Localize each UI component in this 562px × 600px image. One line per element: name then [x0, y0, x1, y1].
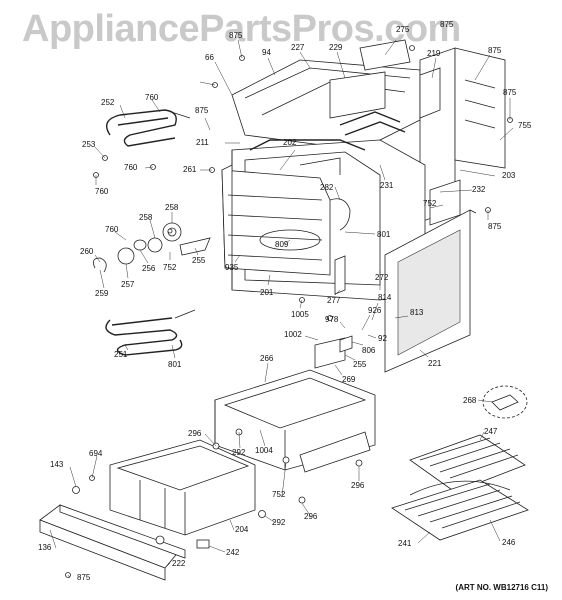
callout-c18: 760: [95, 187, 109, 196]
callout-c71: 241: [398, 539, 412, 548]
callout-c23: 232: [472, 185, 486, 194]
callout-c12: 252: [101, 98, 115, 107]
callout-c10: 875: [503, 88, 517, 97]
callout-c27: 760: [105, 225, 119, 234]
callout-c29: 258: [165, 203, 179, 212]
callout-c40: 201: [260, 288, 274, 297]
top-frame-assembly: [231, 39, 421, 151]
callout-c70: 222: [172, 559, 186, 568]
oven-liner: [221, 164, 331, 276]
callout-c36: 935: [225, 263, 239, 272]
inset-part-268: [482, 385, 528, 419]
callout-c8: 219: [427, 49, 441, 58]
callout-c47: 92: [378, 334, 387, 343]
callout-c53: 221: [428, 359, 442, 368]
callout-c38: 259: [95, 289, 109, 298]
callout-c14: 875: [195, 106, 209, 115]
callout-c17: 760: [124, 163, 138, 172]
leader-lines: [49, 39, 514, 579]
callout-c1: 875: [229, 31, 243, 40]
callout-c55: 269: [342, 375, 356, 384]
callout-c56: 268: [463, 396, 477, 405]
callout-c64: 752: [272, 490, 286, 499]
drawer-front-panel: [39, 504, 186, 581]
callout-c39: 257: [121, 280, 135, 289]
callout-c13: 760: [145, 93, 159, 102]
callout-c48: 1002: [284, 330, 302, 339]
callout-c4: 227: [291, 43, 305, 52]
callout-c51: 801: [168, 360, 182, 369]
callout-c3: 94: [262, 48, 271, 57]
broil-element: [106, 109, 191, 147]
callout-c69: 242: [226, 548, 240, 557]
callout-c62: 143: [50, 460, 64, 469]
callout-c30: 809: [275, 240, 289, 249]
callout-c52: 255: [353, 360, 367, 369]
callout-c65: 292: [272, 518, 286, 527]
callout-c35: 255: [192, 256, 206, 265]
callout-c20: 202: [283, 138, 297, 147]
callout-c44: 926: [368, 306, 382, 315]
callout-c49: 806: [362, 346, 376, 355]
wiring-and-brackets: [314, 198, 353, 369]
callout-c15: 211: [196, 138, 209, 147]
callout-c46: 978: [325, 315, 339, 324]
callout-c7: 875: [440, 20, 454, 29]
callout-c60: 247: [484, 427, 498, 436]
callout-c26: 875: [488, 222, 502, 231]
callout-c24: 282: [320, 183, 334, 192]
callout-c16: 253: [82, 140, 96, 149]
callout-c54: 266: [260, 354, 274, 363]
callout-c43: 1005: [291, 310, 309, 319]
storage-drawer: [109, 439, 256, 536]
callout-c11: 755: [518, 121, 532, 130]
bake-element: [105, 309, 196, 356]
callout-c34: 752: [163, 263, 177, 272]
callout-c67: 204: [235, 525, 249, 534]
callout-c42: 814: [378, 293, 392, 302]
callout-c59: 1004: [255, 446, 273, 455]
callout-c6: 275: [396, 25, 410, 34]
callout-c22: 203: [502, 171, 516, 180]
callout-c45: 813: [410, 308, 424, 317]
callout-c9: 875: [488, 46, 502, 55]
oven-door-panel: [384, 209, 477, 373]
callout-c63: 296: [351, 481, 365, 490]
drawer-support-frame: [214, 369, 376, 473]
callout-c2: 66: [205, 53, 214, 62]
callout-c61: 694: [89, 449, 103, 458]
callout-c58: 292: [232, 448, 246, 457]
callout-c21: 231: [380, 181, 394, 190]
callout-c50: 251: [114, 350, 128, 359]
callout-c72: 246: [502, 538, 516, 547]
callout-c31: 801: [377, 230, 391, 239]
callout-c5: 229: [329, 43, 343, 52]
callout-c68: 136: [38, 543, 52, 552]
callout-c32: 260: [80, 247, 94, 256]
callout-c28: 258: [139, 213, 153, 222]
callout-c73: 875: [77, 573, 91, 582]
callout-labels: 875 66 94 227 229 275 875 219 875 875 75…: [38, 20, 532, 582]
callout-c25: 752: [423, 199, 437, 208]
callout-c33: 256: [142, 264, 156, 273]
art-number: (ART NO. WB12716 C11): [455, 583, 548, 592]
callout-c66: 296: [304, 512, 318, 521]
oven-racks: [391, 434, 529, 541]
callout-c57: 296: [188, 429, 202, 438]
callout-c37: 272: [375, 273, 389, 282]
callout-c19: 261: [183, 165, 197, 174]
callout-c41: 277: [327, 296, 341, 305]
